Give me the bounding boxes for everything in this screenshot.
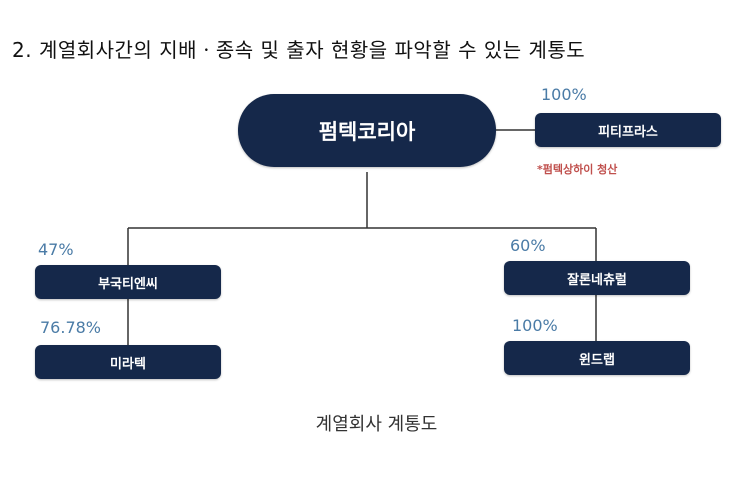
page-heading: 2. 계열회사간의 지배ㆍ종속 및 출자 현황을 파악할 수 있는 계통도	[12, 38, 586, 62]
node-root-pumtech-korea: 펌텍코리아	[238, 94, 496, 167]
diagram-caption: 계열회사 계통도	[315, 414, 438, 435]
node-bukuktienc: 부국티엔씨	[35, 265, 221, 299]
node-pitiprance: 피티프라스	[535, 113, 721, 147]
note-liquidation: *펌텍상하이 청산	[537, 163, 618, 176]
percent-jalonnechuryeol: 60%	[510, 236, 546, 255]
node-jalonnechuryeol: 잘론네츄럴	[504, 261, 690, 295]
percent-windrap: 100%	[512, 316, 558, 335]
percent-bukuktienc: 47%	[38, 240, 74, 259]
percent-miratek: 76.78%	[40, 318, 102, 337]
node-windrap: 윈드랩	[504, 341, 690, 375]
node-miratek: 미라텍	[35, 345, 221, 379]
percent-pitiprance: 100%	[541, 85, 587, 104]
